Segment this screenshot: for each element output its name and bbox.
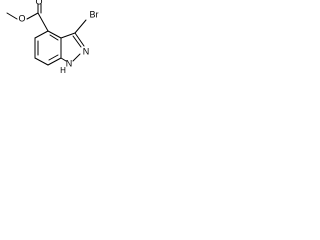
bond-ring-inner-1: [49, 34, 59, 41]
bond-ring-3: [47, 57, 62, 66]
bond-o-carbonyl: [26, 12, 39, 20]
bond-pyrazole-2: [74, 32, 85, 47]
bond-ring-4: [34, 57, 49, 66]
atom-o-carbonyl: O: [35, 0, 42, 6]
bond-pyrazole-4: [60, 57, 67, 62]
atom-br: Br: [90, 9, 99, 19]
bond-carbonyl-ring: [37, 12, 49, 32]
bond-pyrazole-1: [60, 32, 76, 39]
bond-pyrazole-3: [72, 53, 81, 62]
atom-n-ring: N: [83, 46, 90, 56]
bond-ring-inner-2: [48, 54, 59, 61]
structure-canvas: O O Br N N H: [0, 0, 118, 95]
atom-o-ester: O: [18, 13, 25, 23]
bond-ring-1: [47, 30, 62, 39]
bond-c3-br: [74, 19, 87, 34]
bond-methyl-o: [6, 12, 18, 20]
atom-nh-n: N: [66, 58, 73, 68]
bond-ring-6: [34, 30, 49, 39]
bond-pyrazole-double: [72, 35, 82, 48]
molecule-drawing: O O Br N N H: [6, 0, 99, 75]
atom-nh-h: H: [60, 66, 66, 75]
